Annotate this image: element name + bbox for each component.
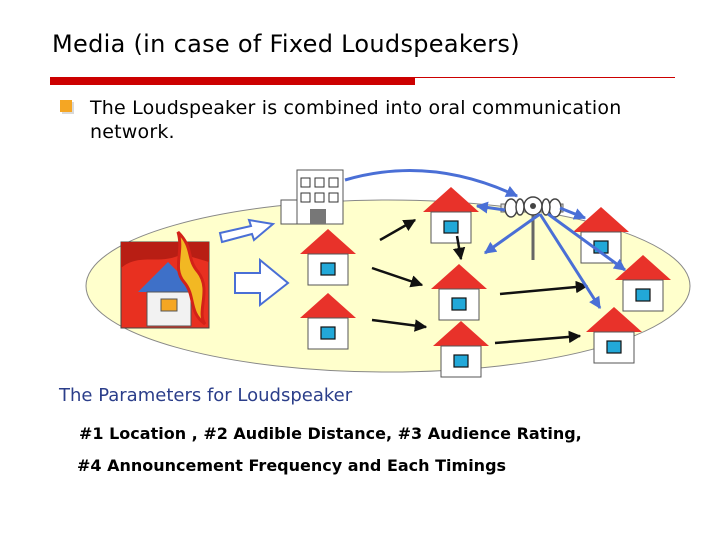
loudspeaker-tower-icon [500, 196, 564, 260]
house-icon [422, 186, 480, 244]
slide-title: Media (in case of Fixed Loudspeakers) [52, 30, 520, 58]
relay-arrows [371, 218, 589, 345]
title-rule-thick [50, 77, 415, 85]
bullet-text: The Loudspeaker is combined into oral co… [90, 97, 622, 143]
parameters-heading: The Parameters for Loudspeaker [59, 385, 353, 406]
title-rule-thin [415, 77, 675, 78]
burning-house-icon [120, 230, 210, 329]
coverage-area [85, 199, 691, 373]
broadcast-arrows [344, 169, 626, 310]
arrow-icon [218, 218, 276, 244]
building-icon [280, 169, 344, 225]
arrow-icon [234, 257, 290, 308]
parameters-line-1: #1 Location , #2 Audible Distance, #3 Au… [79, 424, 582, 443]
bullet-square-icon [60, 100, 72, 112]
parameters-line-2: #4 Announcement Frequency and Each Timin… [77, 456, 507, 475]
